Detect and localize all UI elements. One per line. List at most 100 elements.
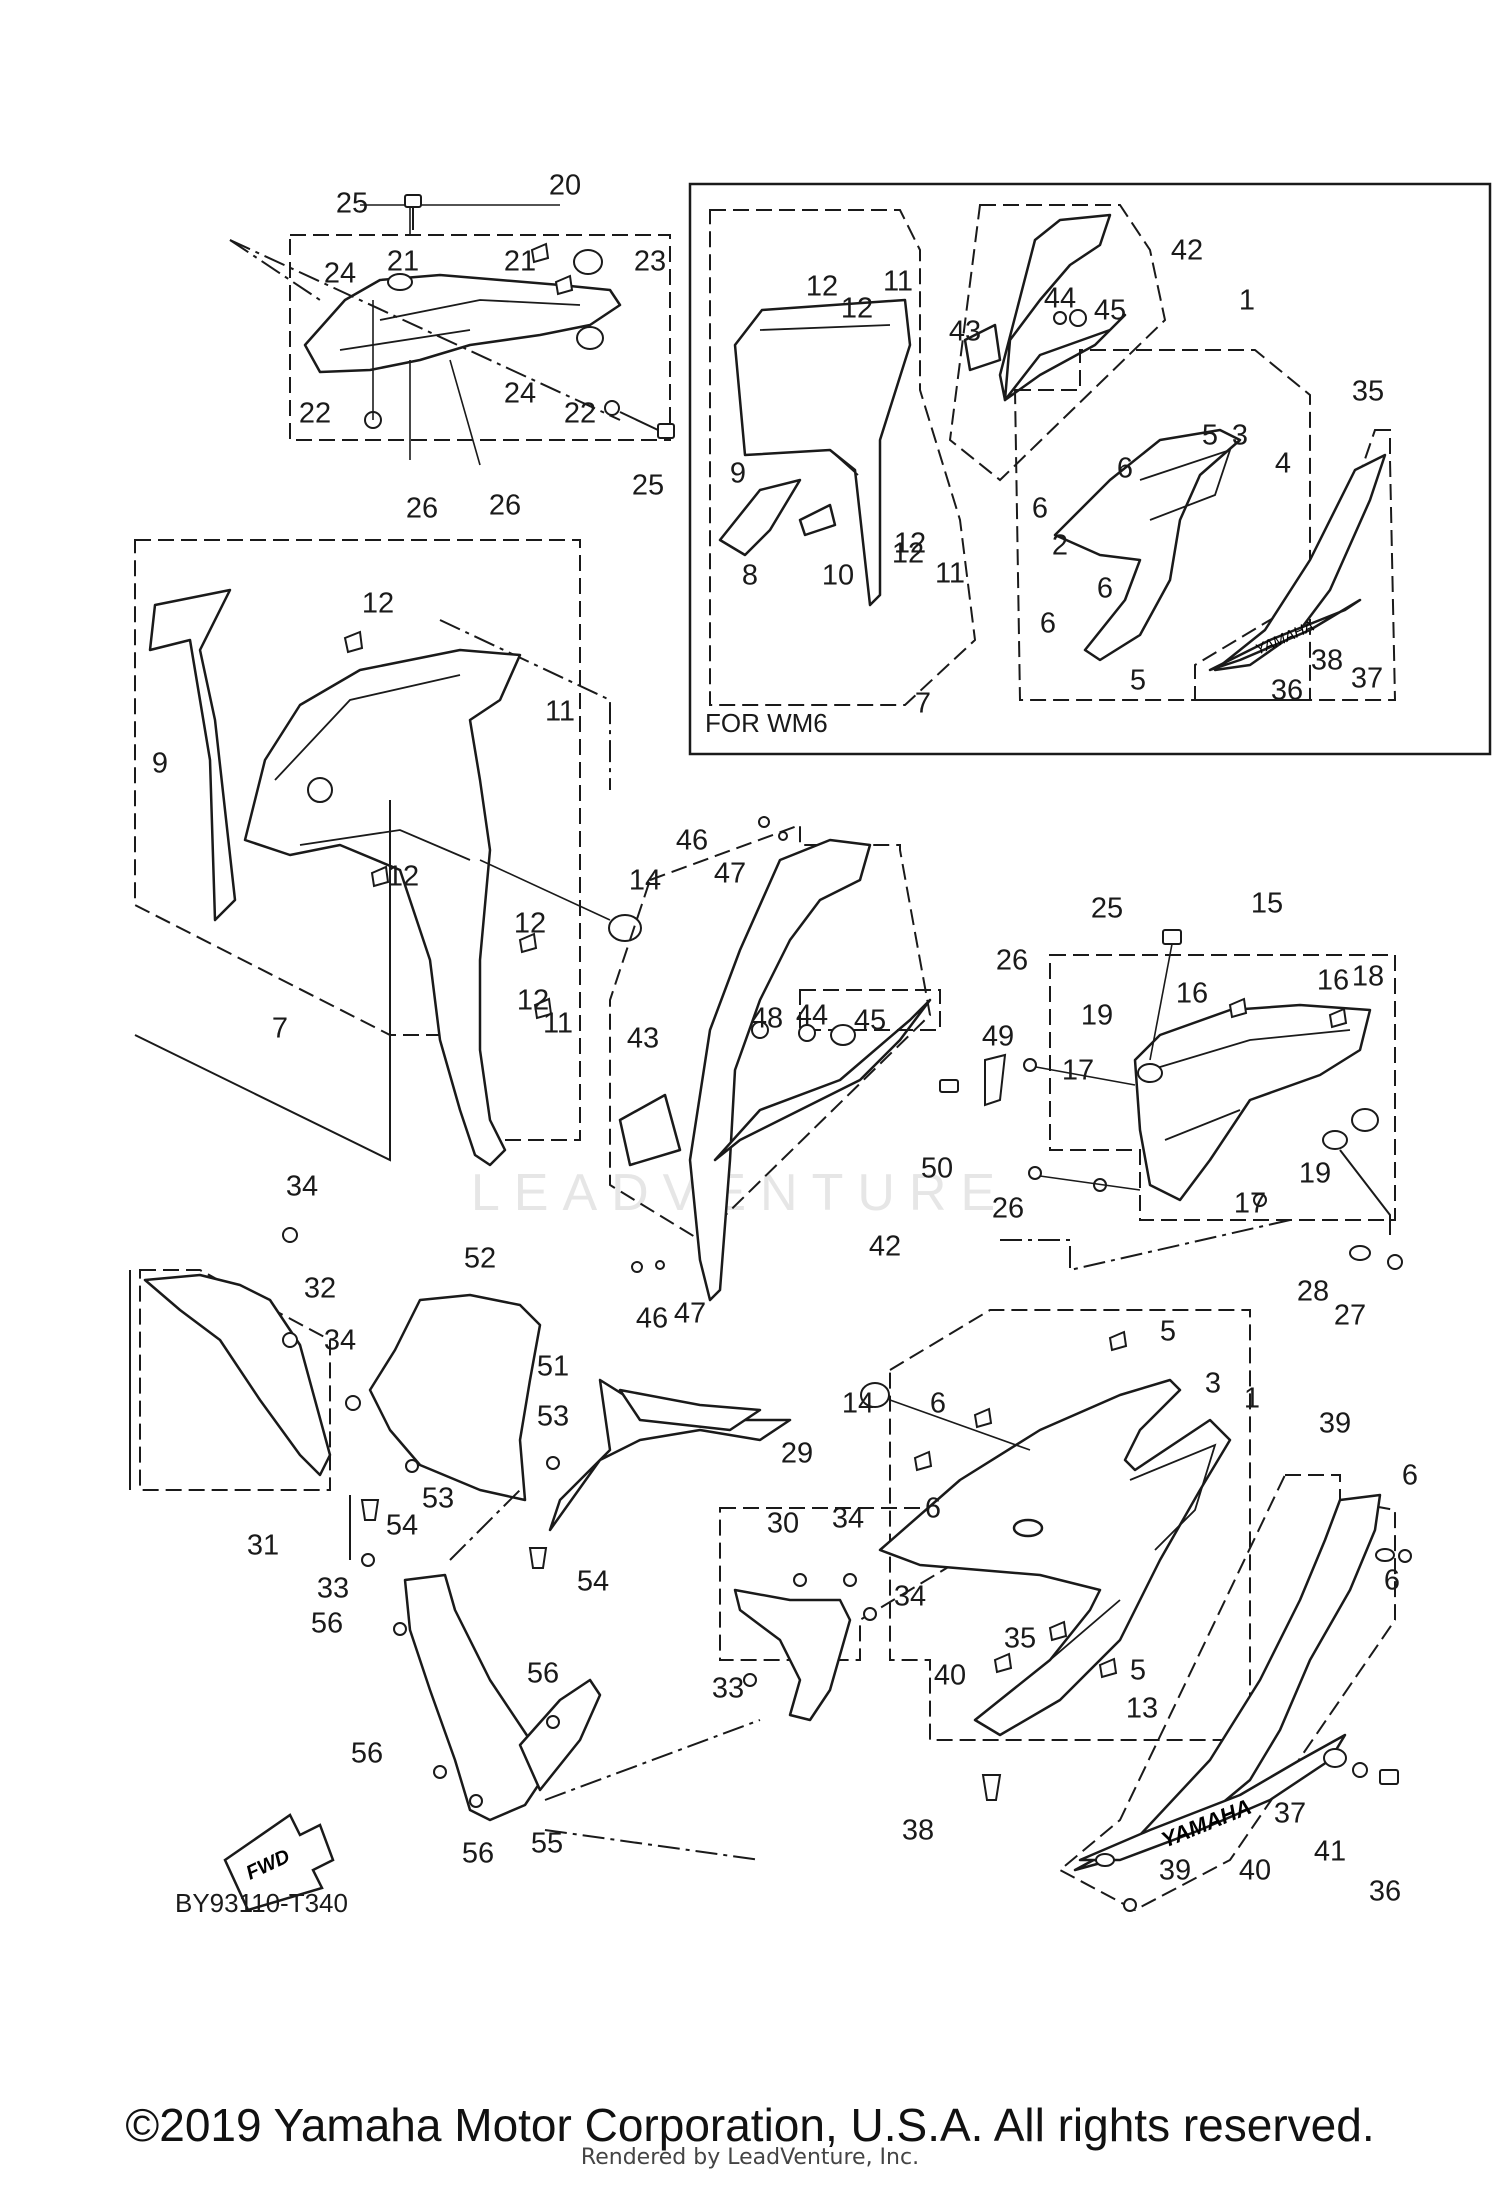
group-7: [134, 239, 642, 1167]
clip-21a: [530, 242, 550, 264]
callout-17: 17: [1062, 1055, 1094, 1087]
nut-12d: [533, 997, 553, 1020]
bracket-49: [984, 1053, 1007, 1107]
callout-25: 25: [1091, 893, 1123, 925]
cowl-hole: [307, 777, 333, 803]
callout-51: 51: [537, 1351, 569, 1383]
callout-18: 18: [1352, 961, 1384, 993]
callout-40: 40: [1239, 1855, 1271, 1887]
inset-duct-42: [998, 213, 1112, 402]
grommet-14b: [860, 1382, 890, 1408]
callout-54: 54: [577, 1566, 609, 1598]
group-15: [1000, 929, 1403, 1272]
washer-47a: [778, 831, 788, 841]
clip-16b: [1328, 1007, 1348, 1029]
callout-17: 17: [1234, 1188, 1266, 1220]
callout-26: 26: [406, 493, 438, 525]
copyright-notice: ©2019 Yamaha Motor Corporation, U.S.A. A…: [125, 2099, 1375, 2151]
nut-34c: [843, 1573, 857, 1587]
clip-21b: [554, 274, 574, 296]
side-cover-hole: [1012, 1518, 1044, 1538]
group-7-connector: [134, 800, 391, 1162]
sticker-43: [618, 1093, 682, 1167]
leader-28: [1339, 1149, 1391, 1235]
inset-grommet-45: [1069, 309, 1087, 327]
callout-25: 25: [336, 188, 368, 220]
nut-12c: [518, 932, 538, 954]
screw-39b: [1123, 1898, 1137, 1912]
callout-22: 22: [564, 398, 596, 430]
grommet-19a: [1137, 1063, 1163, 1083]
callout-12: 12: [806, 271, 838, 303]
leader-20: [229, 239, 321, 301]
callout-32: 32: [304, 1273, 336, 1305]
callout-40: 40: [934, 1660, 966, 1692]
group-20-outline: [289, 234, 671, 441]
callout-23: 23: [634, 246, 666, 278]
nut-5a: [1108, 1330, 1128, 1352]
screw-53b: [546, 1456, 560, 1470]
callout-47: 47: [714, 858, 746, 890]
inset-decal-8: [718, 478, 802, 557]
collar-17b: [1253, 1193, 1267, 1207]
callout-12: 12: [517, 985, 549, 1017]
callout-26: 26: [489, 490, 521, 522]
bolt-26c: [1023, 1058, 1037, 1072]
collar-22b: [604, 400, 620, 416]
grommet-38: [1323, 1748, 1347, 1768]
inset-lower-42: [1003, 313, 1127, 402]
callout-11: 11: [883, 266, 913, 298]
grommet-19b: [1322, 1130, 1348, 1150]
watermark-text: LEADVENTURE: [471, 1164, 1009, 1222]
tail-decal-36: [1078, 1733, 1347, 1862]
callout-1: 1: [1244, 1383, 1260, 1415]
callout-55: 55: [531, 1828, 563, 1860]
callout-11: 11: [543, 1008, 573, 1040]
callout-56: 56: [311, 1608, 343, 1640]
nut-6c: [1048, 1620, 1068, 1642]
callout-19: 19: [1081, 1000, 1113, 1032]
callout-25: 25: [632, 470, 664, 502]
callout-9: 9: [730, 458, 746, 490]
callout-6: 6: [925, 1493, 941, 1525]
callout-7: 7: [272, 1013, 288, 1045]
leader-bracket-20: [360, 204, 560, 235]
bolt-33b: [743, 1673, 757, 1687]
group-1: [860, 1309, 1251, 1801]
callout-13: 13: [1126, 1693, 1158, 1725]
bolt-46b: [631, 1261, 643, 1273]
side-cowl-detail: [274, 674, 471, 861]
callout-42: 42: [869, 1231, 901, 1263]
callout-20: 20: [549, 170, 581, 202]
callout-56: 56: [351, 1738, 383, 1770]
callout-19: 19: [1299, 1158, 1331, 1190]
callout-6: 6: [1040, 608, 1056, 640]
group-31: [129, 1227, 792, 1569]
callout-31: 31: [247, 1530, 279, 1562]
inset-border: [688, 182, 1492, 756]
nut-27: [1387, 1254, 1403, 1270]
callout-49: 49: [982, 1021, 1014, 1053]
screw-56b: [546, 1715, 560, 1729]
callout-15: 15: [1251, 888, 1283, 920]
callout-5: 5: [1130, 665, 1146, 697]
inset-group-1-outline: [1013, 349, 1311, 701]
group-7-leader-side: [439, 619, 611, 790]
callout-12: 12: [892, 538, 924, 570]
inset-sticker-43: [963, 323, 1002, 372]
small-cover-29: [733, 1588, 852, 1722]
callout-14: 14: [629, 865, 661, 897]
bracket-52: [368, 1293, 542, 1502]
callout-6: 6: [1384, 1565, 1400, 1597]
callout-45: 45: [854, 1005, 886, 1037]
group-7-leader-top: [229, 239, 621, 421]
callout-43: 43: [949, 316, 981, 348]
inset-side-cover: [1053, 428, 1242, 662]
inner-panel-detail: [339, 299, 581, 351]
grommet-18: [1351, 1108, 1379, 1132]
callout-7: 7: [915, 688, 931, 720]
callout-36: 36: [1271, 675, 1303, 707]
callout-6: 6: [1032, 493, 1048, 525]
screw-53a: [405, 1459, 419, 1473]
